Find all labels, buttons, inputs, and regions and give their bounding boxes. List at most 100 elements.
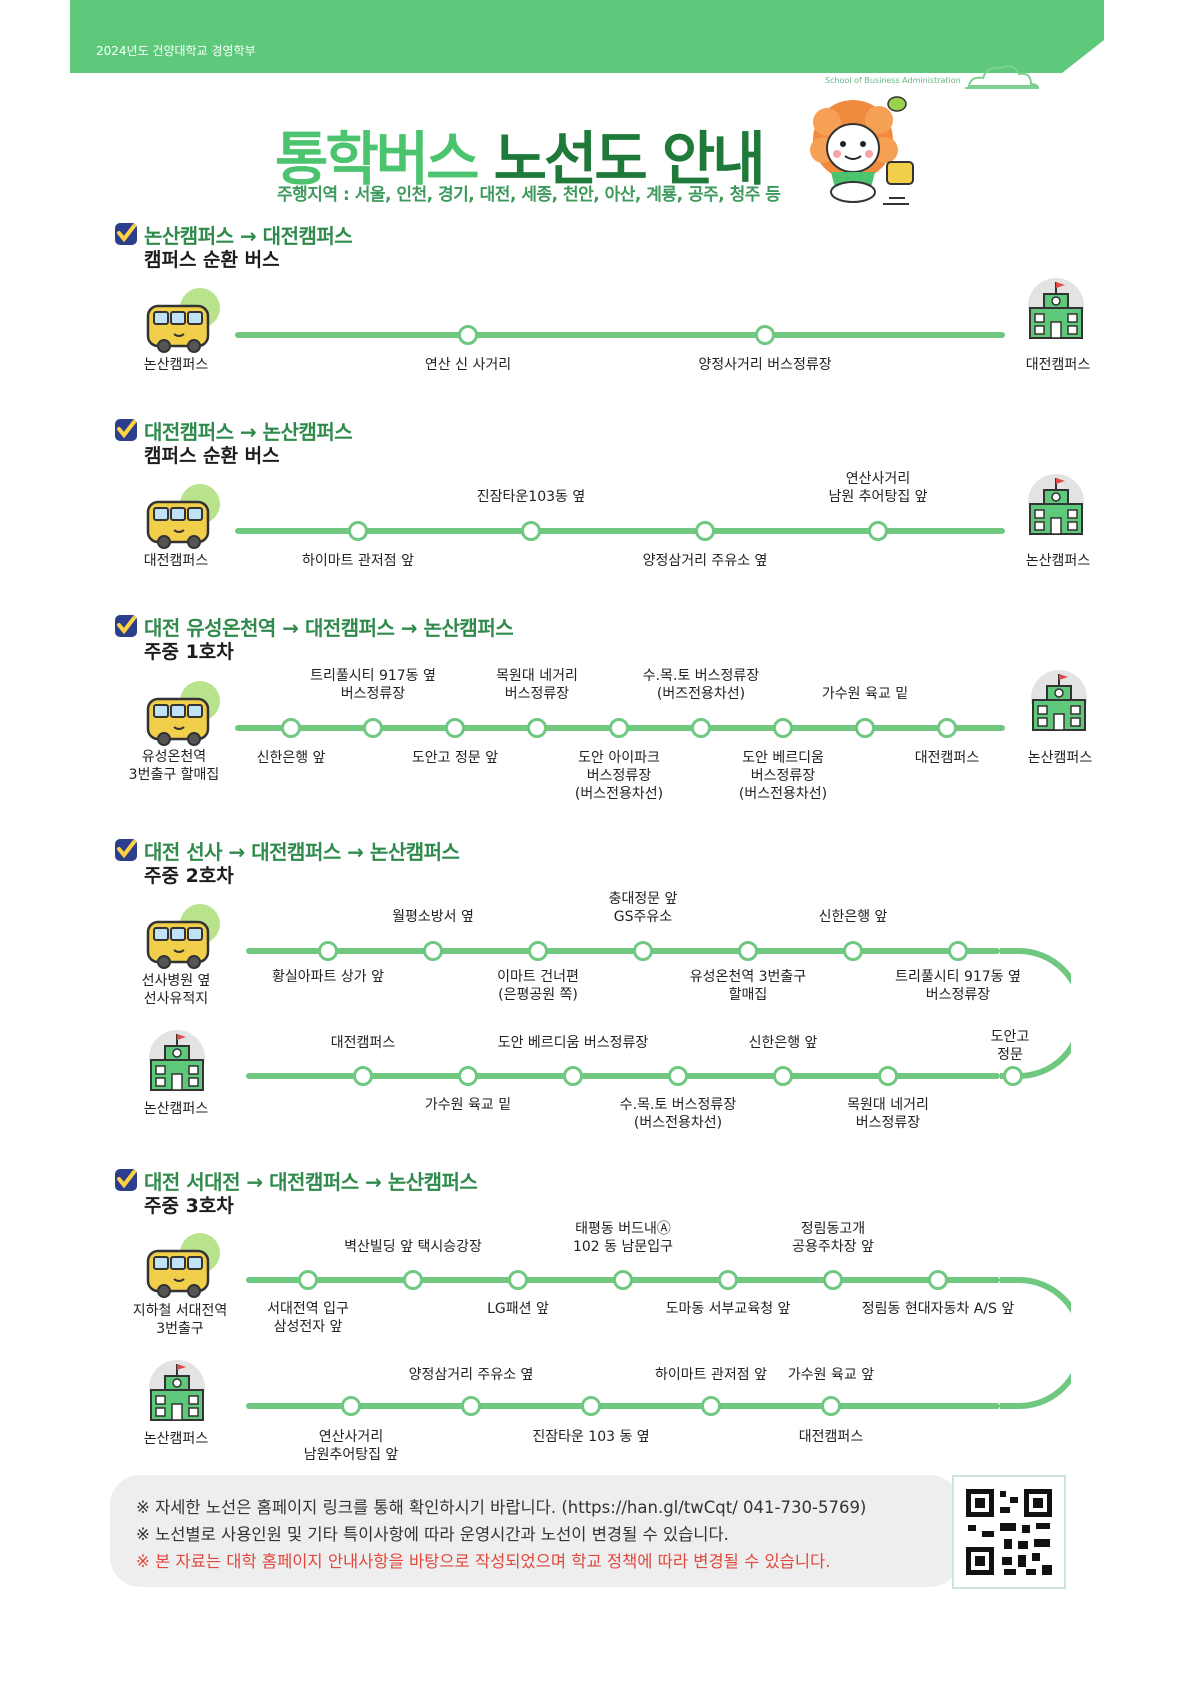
bus-stop-marker[interactable] bbox=[298, 1270, 318, 1290]
route-line bbox=[235, 528, 1005, 534]
bus-stop-marker[interactable] bbox=[348, 521, 368, 541]
bus-stop-marker[interactable] bbox=[843, 941, 863, 961]
bus-stop-marker[interactable] bbox=[1003, 1066, 1023, 1086]
bus-stop-marker[interactable] bbox=[461, 1396, 481, 1416]
bus-stop-marker[interactable] bbox=[948, 941, 968, 961]
bus-stop-marker[interactable] bbox=[695, 521, 715, 541]
bus-stop-marker[interactable] bbox=[423, 941, 443, 961]
route3-stop-label: 유성온천역 3번출구 할매집 bbox=[689, 969, 807, 1004]
bus-stop-marker[interactable] bbox=[528, 941, 548, 961]
route2-stop-label: 대전캠퍼스 bbox=[914, 750, 980, 766]
route2-stop-label: 도안 아이파크 버스정류장 (버스전용차선) bbox=[574, 750, 664, 803]
route3-stop-label: 황실아파트 상가 앞 bbox=[272, 969, 384, 985]
route3-stop-label: 가수원 육교 밑 bbox=[424, 1097, 512, 1113]
bus-stop-marker[interactable] bbox=[633, 941, 653, 961]
route1-stop-label: 연산사거리 남원 추어탕집 앞 bbox=[828, 471, 928, 506]
notes-box bbox=[110, 1475, 960, 1587]
sheep-mascot-icon bbox=[810, 96, 914, 205]
bus-icon bbox=[144, 484, 220, 554]
route-line bbox=[246, 1403, 1000, 1409]
bus-stop-marker[interactable] bbox=[341, 1396, 361, 1416]
bus-stop-marker[interactable] bbox=[353, 1066, 373, 1086]
bus-stop-marker[interactable] bbox=[581, 1396, 601, 1416]
route-title: 대전 서대전 → 대전캠퍼스 → 논산캠퍼스 bbox=[144, 1170, 478, 1194]
route1-stop-label: 양정삼거리 주유소 옆 bbox=[642, 553, 768, 569]
bus-stop-marker[interactable] bbox=[403, 1270, 423, 1290]
route0-stop-label: 양정사거리 버스정류장 bbox=[698, 357, 832, 373]
cloud-icon bbox=[965, 65, 1039, 89]
bus-stop-marker[interactable] bbox=[755, 325, 775, 345]
route2-end-label: 논산캠퍼스 bbox=[1027, 750, 1093, 766]
bus-stop-marker[interactable] bbox=[773, 1066, 793, 1086]
route-turn-line bbox=[1000, 948, 1071, 1079]
route1-stop-label: 진잠타운103동 옆 bbox=[476, 489, 586, 505]
bus-stop-marker[interactable] bbox=[937, 718, 957, 738]
route-title: 논산캠퍼스 → 대전캠퍼스 bbox=[144, 224, 353, 248]
bus-stop-marker[interactable] bbox=[458, 325, 478, 345]
route-type: 캠퍼스 순환 버스 bbox=[144, 445, 280, 467]
bus-stop-marker[interactable] bbox=[363, 718, 383, 738]
bus-stop-marker[interactable] bbox=[318, 941, 338, 961]
route-title: 대전 선사 → 대전캠퍼스 → 논산캠퍼스 bbox=[144, 840, 460, 864]
school-english-name: School of Business Administration bbox=[825, 76, 961, 85]
route4-stop-label: 정림동고개 공용주차장 앞 bbox=[792, 1221, 874, 1256]
route2-stop-label: 트리풀시티 917동 옆 버스정류장 bbox=[310, 668, 436, 703]
route4-stop-label: 도마동 서부교육청 앞 bbox=[665, 1301, 791, 1317]
route2-start-label: 유성온천역 3번출구 할매집 bbox=[128, 749, 220, 784]
bus-icon bbox=[144, 681, 220, 751]
route0-stop-label: 연산 신 사거리 bbox=[424, 357, 512, 373]
bus-stop-marker[interactable] bbox=[691, 718, 711, 738]
year-label: 2024년도 건양대학교 경영학부 bbox=[96, 44, 256, 58]
route0-start-label: 논산캠퍼스 bbox=[143, 357, 209, 373]
route3-stop-label: 대전캠퍼스 bbox=[330, 1035, 396, 1051]
campus-building-icon bbox=[146, 1360, 208, 1430]
route2-stop-label: 가수원 육교 밑 bbox=[821, 686, 909, 702]
bus-stop-marker[interactable] bbox=[928, 1270, 948, 1290]
note-link[interactable]: ※ 자세한 노선은 홈페이지 링크를 통해 확인하시기 바랍니다. (https… bbox=[136, 1498, 867, 1517]
campus-building-icon bbox=[1028, 670, 1090, 740]
campus-building-icon bbox=[146, 1030, 208, 1100]
bus-stop-marker[interactable] bbox=[868, 521, 888, 541]
bus-stop-marker[interactable] bbox=[609, 718, 629, 738]
bus-stop-marker[interactable] bbox=[508, 1270, 528, 1290]
bus-stop-marker[interactable] bbox=[773, 718, 793, 738]
bus-stop-marker[interactable] bbox=[281, 718, 301, 738]
route-turn-line bbox=[1000, 1277, 1071, 1409]
route2-stop-label: 수.목.토 버스정류장 (버즈전용차선) bbox=[642, 668, 760, 703]
route4-end-label: 논산캠퍼스 bbox=[143, 1431, 209, 1447]
route0-end-label: 대전캠퍼스 bbox=[1025, 357, 1091, 373]
check-icon bbox=[114, 838, 138, 862]
page-title: 통학버스 노선도 안내 bbox=[275, 112, 766, 196]
route4-stop-label: 하이마트 관저점 앞 bbox=[655, 1367, 767, 1383]
bus-stop-marker[interactable] bbox=[613, 1270, 633, 1290]
check-icon bbox=[114, 1168, 138, 1192]
route1-stop-label: 하이마트 관저점 앞 bbox=[302, 553, 414, 569]
route3-start-label: 선사병원 옆 선사유적지 bbox=[141, 973, 211, 1008]
route4-stop-label: 양정삼거리 주유소 옆 bbox=[408, 1367, 534, 1383]
title-part2: 노선도 안내 bbox=[493, 125, 766, 193]
route2-stop-label: 목원대 네거리 버스정류장 bbox=[496, 668, 578, 703]
route4-stop-label: 서대전역 입구 삼성전자 앞 bbox=[267, 1301, 349, 1336]
route3-stop-label: 도안 베르디움 버스정류장 bbox=[497, 1035, 649, 1051]
bus-stop-marker[interactable] bbox=[738, 941, 758, 961]
qr-code-box[interactable] bbox=[952, 1475, 1066, 1589]
bus-stop-marker[interactable] bbox=[878, 1066, 898, 1086]
bus-stop-marker[interactable] bbox=[668, 1066, 688, 1086]
check-icon bbox=[114, 222, 138, 246]
bus-stop-marker[interactable] bbox=[445, 718, 465, 738]
campus-building-icon bbox=[1025, 474, 1087, 544]
route2-stop-label: 신한은행 앞 bbox=[256, 750, 326, 766]
bus-stop-marker[interactable] bbox=[701, 1396, 721, 1416]
bus-stop-marker[interactable] bbox=[458, 1066, 478, 1086]
bus-stop-marker[interactable] bbox=[855, 718, 875, 738]
bus-stop-marker[interactable] bbox=[521, 521, 541, 541]
route4-stop-label: 가수원 육교 앞 bbox=[787, 1367, 875, 1383]
route3-stop-label: 이마트 건너편 (은평공원 쪽) bbox=[497, 969, 579, 1004]
bus-stop-marker[interactable] bbox=[527, 718, 547, 738]
bus-stop-marker[interactable] bbox=[821, 1396, 841, 1416]
bus-stop-marker[interactable] bbox=[563, 1066, 583, 1086]
title-part1: 통학버스 bbox=[275, 125, 479, 193]
bus-stop-marker[interactable] bbox=[718, 1270, 738, 1290]
route4-stop-label: 태평동 버드내Ⓐ 102 동 남문입구 bbox=[572, 1221, 674, 1256]
bus-stop-marker[interactable] bbox=[823, 1270, 843, 1290]
